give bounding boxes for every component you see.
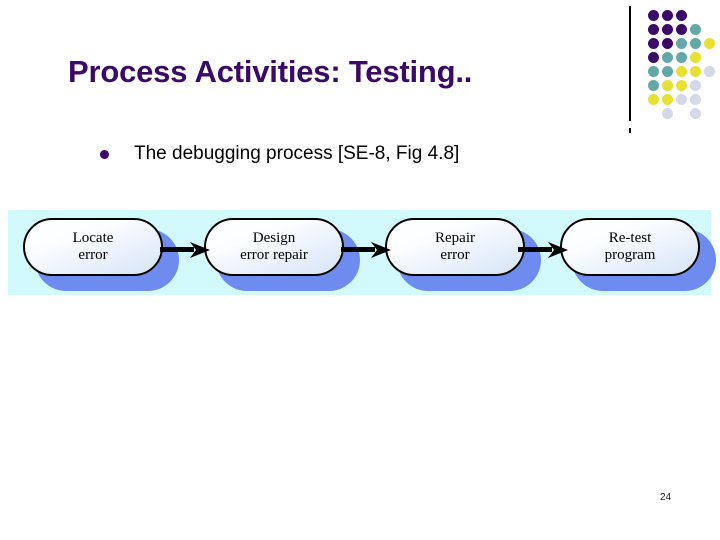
deco-dot <box>676 10 687 21</box>
deco-dot <box>662 24 673 35</box>
page-title: Process Activities: Testing.. <box>68 54 473 89</box>
decorative-dot-grid <box>648 10 720 120</box>
bullet-dot-icon <box>100 149 109 159</box>
deco-dot <box>690 24 701 35</box>
deco-dot <box>662 10 673 21</box>
process-node-label-line2: program <box>604 247 656 263</box>
deco-dot <box>648 80 659 91</box>
deco-dot <box>676 38 687 49</box>
deco-dot <box>704 66 715 77</box>
deco-dot <box>704 38 715 49</box>
deco-dot <box>662 38 673 49</box>
process-node-label-line2: error <box>78 247 108 263</box>
bullet-item-label: The debugging process [SE-8, Fig 4.8] <box>134 143 460 164</box>
arrow-repair-to-retest-icon <box>518 241 570 259</box>
process-node-label-line1: Re-test <box>608 230 652 247</box>
process-node-label-line1: Design <box>252 230 296 247</box>
process-node-label-line1: Repair <box>435 230 475 247</box>
deco-dot <box>648 66 659 77</box>
deco-dot <box>676 24 687 35</box>
process-node-label-line2: error <box>440 247 470 263</box>
deco-dot <box>648 38 659 49</box>
deco-dot <box>662 66 673 77</box>
deco-dot <box>690 94 701 105</box>
deco-dot <box>648 94 659 105</box>
arrow-locate-to-design-icon <box>160 241 212 259</box>
deco-dot <box>662 108 673 119</box>
deco-dot <box>676 94 687 105</box>
deco-dot <box>690 108 701 119</box>
slide-page-number: 24 <box>660 492 672 503</box>
deco-dot <box>648 52 659 63</box>
deco-dot <box>662 52 673 63</box>
deco-dot <box>690 38 701 49</box>
process-node-label-line2: error repair <box>240 247 308 263</box>
deco-dot <box>662 94 673 105</box>
deco-dot <box>648 10 659 21</box>
arrow-design-to-repair-icon <box>341 241 393 259</box>
deco-dot <box>648 24 659 35</box>
deco-dot <box>676 52 687 63</box>
deco-dot <box>690 66 701 77</box>
title-divider-tick <box>629 128 631 133</box>
deco-dot <box>690 52 701 63</box>
deco-dot <box>690 80 701 91</box>
deco-dot <box>676 66 687 77</box>
deco-dot <box>676 80 687 91</box>
process-node-label-line1: Locate <box>72 230 114 247</box>
deco-dot <box>662 80 673 91</box>
title-divider-rule <box>629 6 631 121</box>
bullet-list-item: The debugging process [SE-8, Fig 4.8] <box>100 143 459 165</box>
